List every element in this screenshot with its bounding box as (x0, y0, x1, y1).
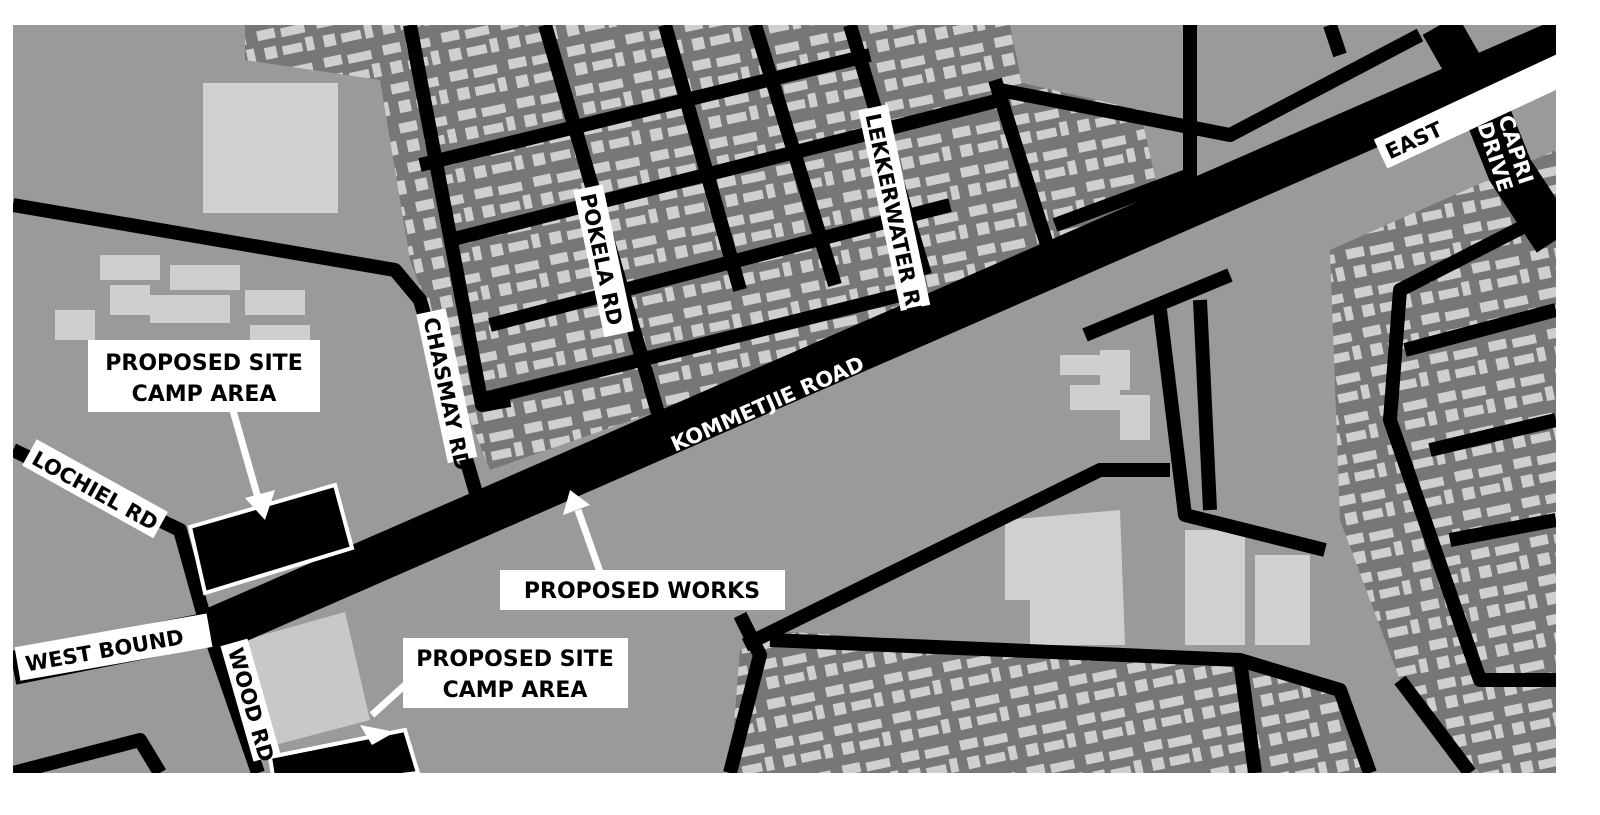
site-camp-callout-2 (403, 638, 628, 708)
east-road-upper (1422, 25, 1498, 105)
minor-roads (13, 25, 1556, 773)
site-camp-1-line2: CAMP AREA (132, 382, 277, 407)
residential-area-east (1330, 150, 1556, 773)
proposed-works-callout (500, 570, 785, 610)
site-camp-callout-1 (88, 340, 320, 412)
lot (1005, 510, 1125, 645)
site-camp-area-1 (187, 482, 355, 596)
chasmay-label-bg (416, 308, 478, 464)
wood-label-bg (220, 638, 281, 762)
east-label-bg (1373, 25, 1556, 169)
proposed-works-label: PROPOSED WORKS (524, 579, 760, 604)
lochiel-label-bg (22, 439, 168, 539)
site-camp-area-2 (267, 727, 421, 773)
pokela-label-bg (573, 184, 634, 338)
lot (245, 612, 370, 745)
arrow-icon (226, 399, 604, 745)
kommetjie-road (200, 25, 1556, 654)
lekkerwater-label-bg (858, 104, 931, 312)
lot (1255, 555, 1310, 645)
site-camp-2-line1: PROPOSED SITE (416, 647, 613, 672)
buildings-center (1060, 350, 1150, 440)
lot (203, 83, 338, 213)
west-bound-label-bg (14, 613, 213, 681)
site-camp-2-line2: CAMP AREA (443, 678, 588, 703)
site-camp-1-line1: PROPOSED SITE (105, 351, 302, 376)
lot (1185, 530, 1245, 645)
residential-area-south (730, 632, 1370, 773)
